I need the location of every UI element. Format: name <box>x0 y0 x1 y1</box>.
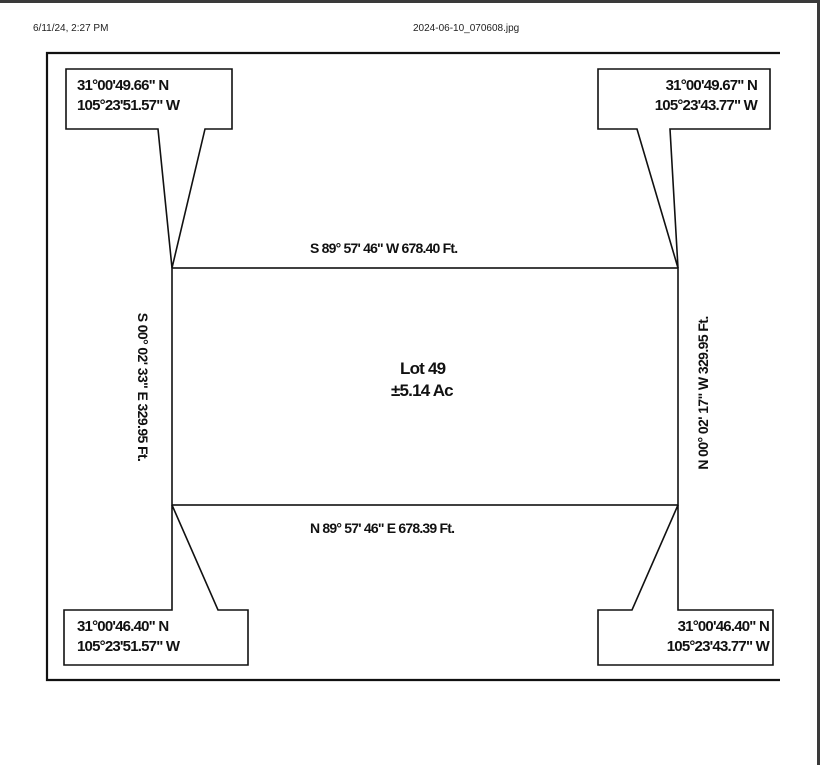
callout-bottom-left <box>63 504 249 666</box>
corner-br-lon: 105°23'43.77" W <box>666 638 770 655</box>
corner-bl-lat: 31°00'46.40" N <box>77 618 169 635</box>
west-bearing: S 00° 02' 33" E 329.95 Ft. <box>135 312 151 462</box>
plat-drawing <box>45 51 780 682</box>
corner-tr-lat: 31°00'49.67" N <box>665 77 758 94</box>
printed-page: 6/11/24, 2:27 PM 2024-06-10_070608.jpg 3… <box>0 3 817 765</box>
corner-tr-lon: 105°23'43.77" W <box>654 97 758 114</box>
callout-top-right <box>597 68 771 269</box>
south-bearing: N 89° 57' 46" E 678.39 Ft. <box>310 520 455 536</box>
corner-br-lat: 31°00'46.40" N <box>677 618 770 635</box>
callout-bottom-right <box>597 504 774 666</box>
corner-bl-lon: 105°23'51.57" W <box>77 638 180 655</box>
outer-frame <box>45 51 780 682</box>
north-bearing: S 89° 57' 46" W 678.40 Ft. <box>310 240 458 256</box>
lot-name: Lot 49 <box>400 359 446 378</box>
print-filename: 2024-06-10_070608.jpg <box>413 23 520 34</box>
lot-boundary <box>171 267 679 506</box>
print-datetime: 6/11/24, 2:27 PM <box>33 23 109 34</box>
corner-tl-lon: 105°23'51.57" W <box>77 97 180 114</box>
corner-tl-lat: 31°00'49.66" N <box>77 77 169 94</box>
lot-area: ±5.14 Ac <box>391 381 454 400</box>
callout-top-left <box>65 68 233 269</box>
east-bearing: N 00° 02' 17" W 329.95 Ft. <box>695 316 711 470</box>
